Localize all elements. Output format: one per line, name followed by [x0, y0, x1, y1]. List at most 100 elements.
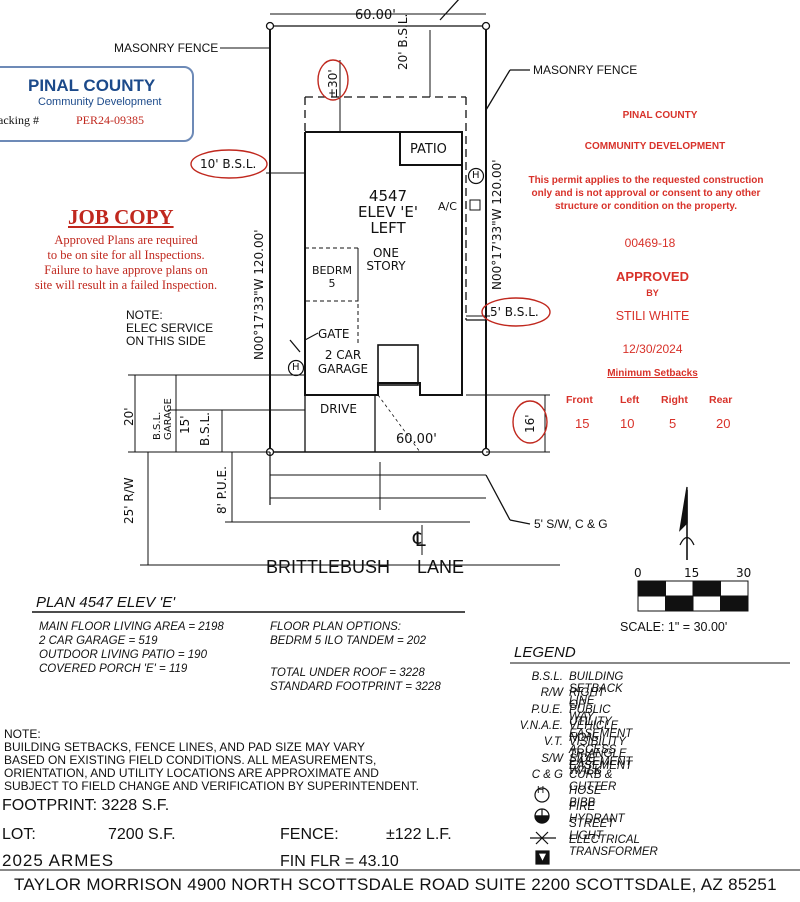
legend-abbr: B.S.L.: [531, 671, 563, 683]
notes-line: SUBJECT TO FIELD CHANGE AND VERIFICATION…: [4, 779, 419, 793]
legend-definition: CURB & GUTTER: [569, 768, 617, 793]
garage-word: GARAGE: [317, 362, 369, 376]
elec-note-line2: ON THIS SIDE: [126, 334, 206, 348]
area-main-floor: MAIN FLOOR LIVING AREA = 2198: [39, 621, 224, 633]
total-under-roof: TOTAL UNDER ROOF = 3228: [270, 667, 425, 679]
rear-approx-dimension: ±30': [326, 69, 340, 98]
house-plan-number: 4547: [368, 187, 408, 205]
legend-definition: BUILDING SETBACK LINE: [569, 671, 624, 707]
stamp-permit-text: This permit applies to the requested con…: [512, 174, 780, 213]
job-copy-line: to be on site for all Inspections.: [47, 248, 205, 262]
footprint-summary: FOOTPRINT: 3228 S.F.: [2, 797, 170, 814]
scale-label: SCALE: 1" = 30.00': [620, 620, 728, 634]
legend-title: LEGEND: [514, 644, 576, 661]
legend-definition: FIRE HYDRANT: [569, 801, 625, 826]
lot-value: 7200 S.F.: [108, 826, 176, 843]
story-word: STORY: [366, 259, 406, 273]
fence-value: ±122 L.F.: [386, 826, 452, 843]
setback-value-front: 15: [575, 416, 590, 431]
bsl-garage-line2: GARAGE: [163, 398, 174, 440]
job-copy-text: Approved Plans are required to be on sit…: [6, 233, 246, 293]
area-porch: COVERED PORCH 'E' = 119: [39, 663, 188, 675]
setback-header-front: Front: [566, 394, 593, 406]
stamp-approved: APPROVED: [616, 269, 689, 284]
general-notes: NOTE: BUILDING SETBACKS, FENCE LINES, AN…: [4, 728, 419, 793]
stamp-permit-line: structure or condition on the property.: [554, 201, 738, 212]
legend-definition: PUBLIC UTILITY EASEMENT: [569, 703, 633, 740]
job-copy-line: Failure to have approve plans on: [44, 263, 208, 277]
rw-25-label: 25' R/W: [122, 477, 136, 524]
lot-width-top: 60.00': [355, 8, 396, 23]
tracking-number: PER24-09385: [76, 113, 145, 127]
legend-abbr: R/W: [540, 687, 563, 700]
stamp-min-setbacks-title: Minimum Setbacks: [607, 368, 698, 379]
floor-plan-options: FLOOR PLAN OPTIONS: BEDRM 5 ILO TANDEM =…: [270, 620, 426, 648]
masonry-fence-right: MASONRY FENCE: [533, 63, 638, 77]
bearing-left: N00°17'33"W 120.00': [252, 229, 266, 360]
setback-value-rear: 20: [716, 416, 731, 431]
job-copy-title: JOB COPY: [68, 205, 174, 229]
legend-abbr: V.N.A.E.: [519, 719, 563, 732]
stamp-permit-line: only and is not approval or consent to a…: [531, 188, 761, 199]
setback-value-right: 5: [669, 416, 677, 431]
story-label: ONE STORY: [364, 247, 408, 273]
elec-note: NOTE: ELEC SERVICE ON THIS SIDE: [126, 309, 213, 348]
legend-abbr: P.U.E.: [531, 703, 563, 716]
ac-label: A/C: [438, 200, 457, 213]
setback-header-right: Right: [661, 394, 688, 406]
legend-definition: SIDE WALK: [569, 752, 602, 777]
pue-8-label: 8' P.U.E.: [215, 466, 229, 514]
legend-definition: HOSE BIBB: [569, 785, 602, 810]
house-label: 4547 ELEV 'E' LEFT: [348, 188, 428, 236]
options-title: FLOOR PLAN OPTIONS:: [270, 621, 401, 633]
side-setback-left: 10' B.S.L.: [200, 157, 257, 171]
scale-tick-15: 15: [684, 566, 700, 580]
stamp-date: 12/30/2024: [622, 342, 683, 356]
street-name: BRITTLEBUSH LANE: [266, 557, 465, 577]
house-elevation: ELEV 'E': [357, 203, 419, 221]
notes-line: BUILDING SETBACKS, FENCE LINES, AND PAD …: [4, 740, 365, 754]
fence-label: FENCE:: [280, 826, 339, 843]
hose-bibb-icon-garage: H: [292, 362, 300, 373]
notes-label: NOTE:: [4, 727, 41, 741]
legend-definition: VEHICLE NON-ACCESS EASEMENT: [569, 719, 633, 768]
plan-title: PLAN 4547 ELEV 'E': [36, 594, 176, 611]
bedroom-word: BEDRM: [311, 264, 353, 277]
stamp-permit-line: This permit applies to the requested con…: [528, 175, 764, 186]
finished-floor: FIN FLR = 43.10: [280, 853, 399, 870]
masonry-fence-left: MASONRY FENCE: [114, 41, 219, 55]
bsl-garage-line1: B.S.L.: [152, 411, 163, 440]
logo-title: PINAL COUNTY: [28, 76, 156, 95]
garage-label: 2 CAR GARAGE: [313, 348, 373, 376]
rear-setback: 20' B.S.L.: [396, 13, 410, 70]
stamp-county: PINAL COUNTY: [622, 110, 698, 121]
lot-label: LOT:: [2, 826, 36, 843]
dim-16: 16': [523, 414, 537, 433]
legend-definition: VISIBILITY TRIANGLE EASEMENT: [569, 736, 633, 773]
builder-address: TAYLOR MORRISON 4900 NORTH SCOTTSDALE RO…: [14, 875, 777, 894]
patio-label: PATIO: [410, 142, 447, 157]
job-copy-line: Approved Plans are required: [54, 233, 198, 247]
area-patio: OUTDOOR LIVING PATIO = 190: [39, 649, 207, 661]
stamp-number: 00469-18: [624, 236, 676, 250]
stamp-by: BY: [646, 288, 659, 298]
stamp-approver: STILI WHITE: [615, 309, 690, 323]
elec-note-label: NOTE:: [126, 308, 163, 322]
hose-bibb-icon: H: [472, 170, 480, 181]
dim-15: 15': [178, 415, 192, 434]
lot-width-bottom: 60.00': [396, 432, 437, 447]
bearing-right: N00°17'33"W 120.00': [490, 159, 504, 290]
house-orientation: LEFT: [370, 219, 406, 237]
setback-value-left: 10: [620, 416, 635, 431]
scale-tick-30: 30: [736, 566, 752, 580]
job-copy-line: site will result in a failed Inspection.: [34, 278, 218, 292]
plan-totals: TOTAL UNDER ROOF = 3228 STANDARD FOOTPRI…: [270, 666, 441, 694]
legend-definition: ELECTRICAL TRANSFORMER: [569, 834, 658, 858]
legend-abbr: C & G: [531, 768, 563, 781]
bsl-garage-label: B.S.L. GARAGE: [152, 398, 174, 440]
notes-line: ORIENTATION, AND UTILITY LOCATIONS ARE A…: [4, 766, 379, 780]
hose-bibb-icon: H: [537, 785, 545, 797]
bedroom-number: 5: [328, 277, 336, 290]
scale-tick-0: 0: [634, 566, 642, 580]
